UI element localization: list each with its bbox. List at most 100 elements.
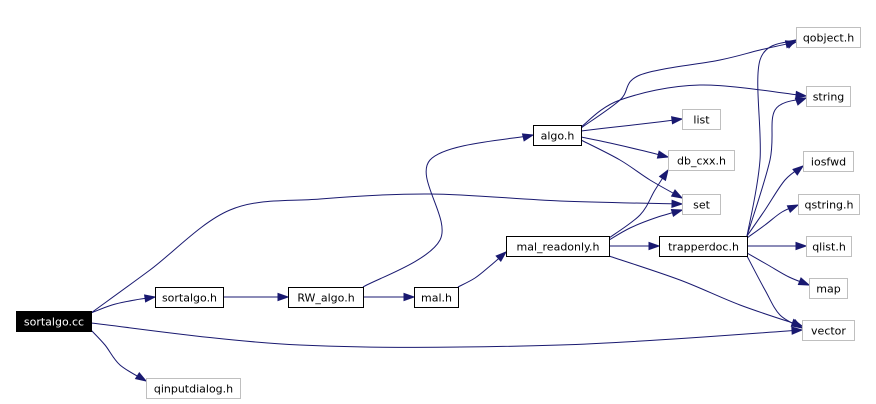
edge-arrowhead [794,97,808,106]
node-label: sortalgo.h [162,292,217,305]
node-label: mal.h [421,292,452,305]
node-algo-h[interactable]: algo.h [533,125,582,146]
node-trapperdoc-h[interactable]: trapperdoc.h [659,236,748,257]
edge-sortalgo_cc-to-set [90,193,684,314]
edge-arrowhead [797,277,811,286]
node-qstring-h: qstring.h [798,194,860,215]
node-box [806,86,851,107]
node-label: sortalgo.cc [24,316,84,329]
node-label: mal_readonly.h [517,241,600,254]
edge-line [746,255,803,329]
node-label: algo.h [541,130,575,143]
edge-trapperdoc_h-to-map [746,252,811,286]
edge-rw_algo_h-to-algo_h [362,133,535,288]
node-label: RW_algo.h [297,292,354,305]
edge-arrowhead [795,90,808,100]
node-box [806,236,852,257]
node-box[interactable] [414,287,459,308]
node-rw-algo-h[interactable]: RW_algo.h [288,287,364,308]
node-qobject-h: qobject.h [796,27,861,48]
edge-arrowhead [495,250,508,263]
nodes-layer: sortalgo.ccsortalgo.hqinputdialog.hRW_al… [16,27,861,399]
edge-trapperdoc_h-to-qobject_h [746,39,798,237]
edge-mal_h-to-mal_readonly_h [457,250,508,288]
edge-arrowhead [403,292,416,302]
node-sortalgo-h[interactable]: sortalgo.h [155,287,224,308]
edge-arrowhead [786,204,800,214]
node-iosfwd: iosfwd [803,151,854,172]
edge-mal_readonly_h-to-set [608,208,684,241]
edge-arrowhead [144,294,157,303]
node-label: trapperdoc.h [668,241,739,254]
edge-arrowhead [656,150,670,159]
node-vector: vector [802,320,855,341]
edge-algo_h-to-db_cxx_h [580,136,670,159]
node-label: qstring.h [804,199,853,212]
edge-line [746,39,797,237]
edge-arrowhead [670,189,684,199]
edge-line [90,329,147,382]
node-label: string [813,91,845,104]
node-label: db_cxx.h [677,155,726,168]
edge-trapperdoc_h-to-string [746,97,808,237]
edge-algo_h-to-list [580,116,684,132]
edge-arrowhead [521,133,535,142]
node-box [682,194,721,215]
edge-arrowhead [784,39,798,49]
node-box[interactable] [16,311,92,332]
node-list: list [682,109,721,130]
edge-line [90,193,683,314]
edge-mal_readonly_h-to-trapperdoc_h [608,241,661,251]
edge-rw_algo_h-to-mal_h [363,292,416,302]
node-box [802,320,855,341]
node-box[interactable] [533,125,582,146]
edge-arrowhead [658,168,669,182]
node-db-cxx-h: db_cxx.h [668,150,735,171]
edges-layer [90,39,811,382]
edge-sortalgo_h-to-rw_algo_h [223,292,290,302]
node-label: map [816,283,840,296]
node-box[interactable] [506,236,610,257]
edge-trapperdoc_h-to-qlist_h [746,241,808,251]
edge-mal_readonly_h-to-db_cxx_h [608,168,669,239]
node-mal-readonly-h[interactable]: mal_readonly.h [506,236,610,257]
node-map: map [809,278,848,299]
node-label: vector [811,325,846,338]
node-mal-h[interactable]: mal.h [414,287,459,308]
edge-sortalgo_cc-to-vector [90,322,804,348]
node-set: set [682,194,721,215]
edge-trapperdoc_h-to-vector [746,255,804,329]
node-label: qlist.h [812,241,846,254]
edge-arrowhead [792,165,805,176]
node-box [796,27,861,48]
node-label: list [693,114,710,127]
node-box [798,194,860,215]
edge-line [746,165,804,237]
edge-line [746,97,807,237]
edge-line [580,139,683,199]
edge-arrowhead [790,319,804,329]
edge-trapperdoc_h-to-iosfwd [746,165,805,237]
node-box[interactable] [155,287,224,308]
edge-line [608,255,803,327]
node-string: string [806,86,851,107]
node-box[interactable] [288,287,364,308]
edge-line [90,322,803,348]
node-sortalgo-cc[interactable]: sortalgo.cc [16,311,92,332]
edge-line [580,118,683,132]
node-box [682,109,721,130]
node-label: iosfwd [811,156,846,169]
edge-algo_h-to-set [580,139,684,199]
edge-sortalgo_cc-to-qinputdialog_h [90,329,148,382]
node-qlist-h: qlist.h [806,236,852,257]
node-box [809,278,848,299]
edge-mal_readonly_h-to-vector [608,255,804,327]
node-box[interactable] [659,236,748,257]
edge-line [362,134,534,288]
edge-sortalgo_cc-to-sortalgo_h [90,294,157,314]
edge-arrowhead [671,116,684,125]
edge-arrowhead [134,371,148,382]
node-label: set [693,199,710,212]
edge-line [580,84,807,128]
